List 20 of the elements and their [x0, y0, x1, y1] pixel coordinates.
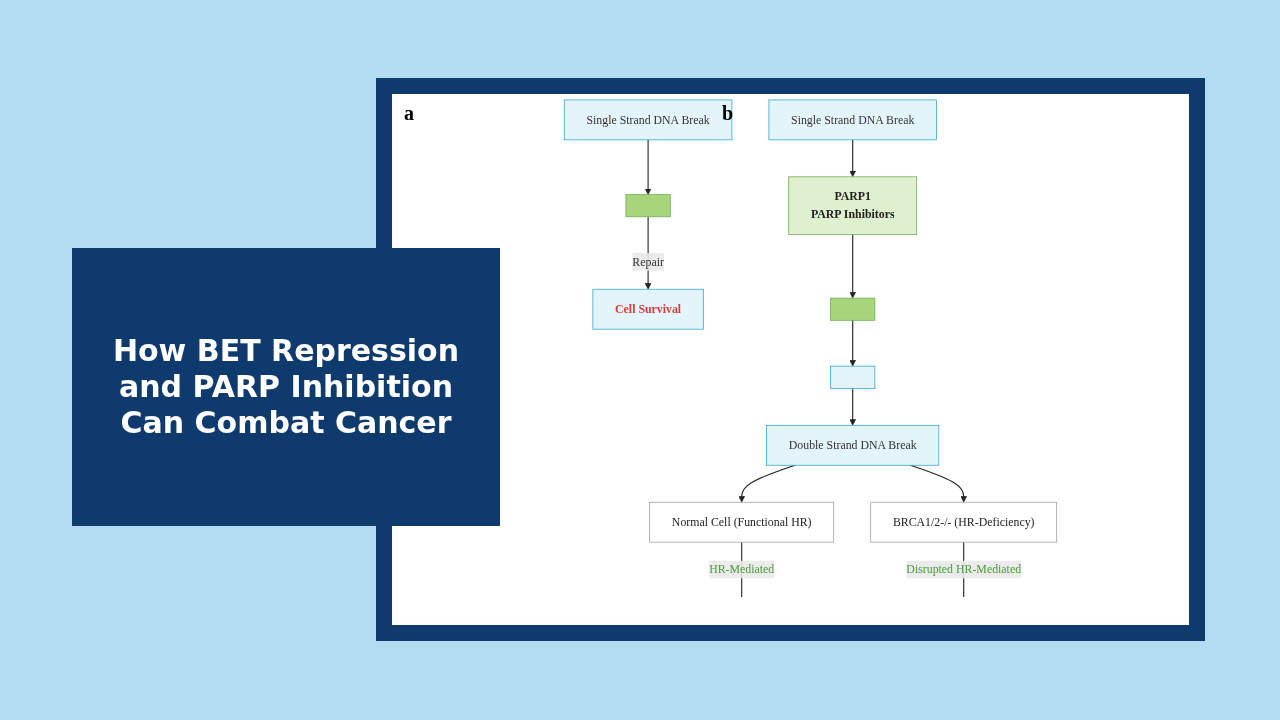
node-box: Cell Survival	[592, 288, 704, 330]
node-box	[625, 194, 671, 218]
title: How BET Repression and PARP Inhibition Can Combat Cancer	[111, 333, 461, 441]
edge-label: Disrupted HR-Mediated	[906, 562, 1022, 576]
edge-label: HR-Mediated	[709, 562, 775, 576]
node-box	[830, 297, 876, 321]
panel-label: b	[722, 102, 734, 125]
node-box	[830, 365, 876, 389]
panel-label: a	[404, 102, 414, 125]
node-box: Double Strand DNA Break	[766, 424, 940, 466]
arrow	[849, 319, 856, 367]
node-box: Normal Cell (Functional HR)	[649, 501, 835, 543]
arrow	[849, 233, 856, 299]
arrow	[849, 387, 856, 426]
edge-label: Repair	[632, 255, 664, 268]
node-box: BRCA1/2-/- (HR-Deficiency)	[870, 501, 1058, 543]
node-box: PARP1 PARP Inhibitors	[788, 176, 918, 235]
arrow	[644, 139, 652, 195]
node-box: Single Strand DNA Break	[768, 99, 937, 141]
arrow	[849, 139, 856, 178]
